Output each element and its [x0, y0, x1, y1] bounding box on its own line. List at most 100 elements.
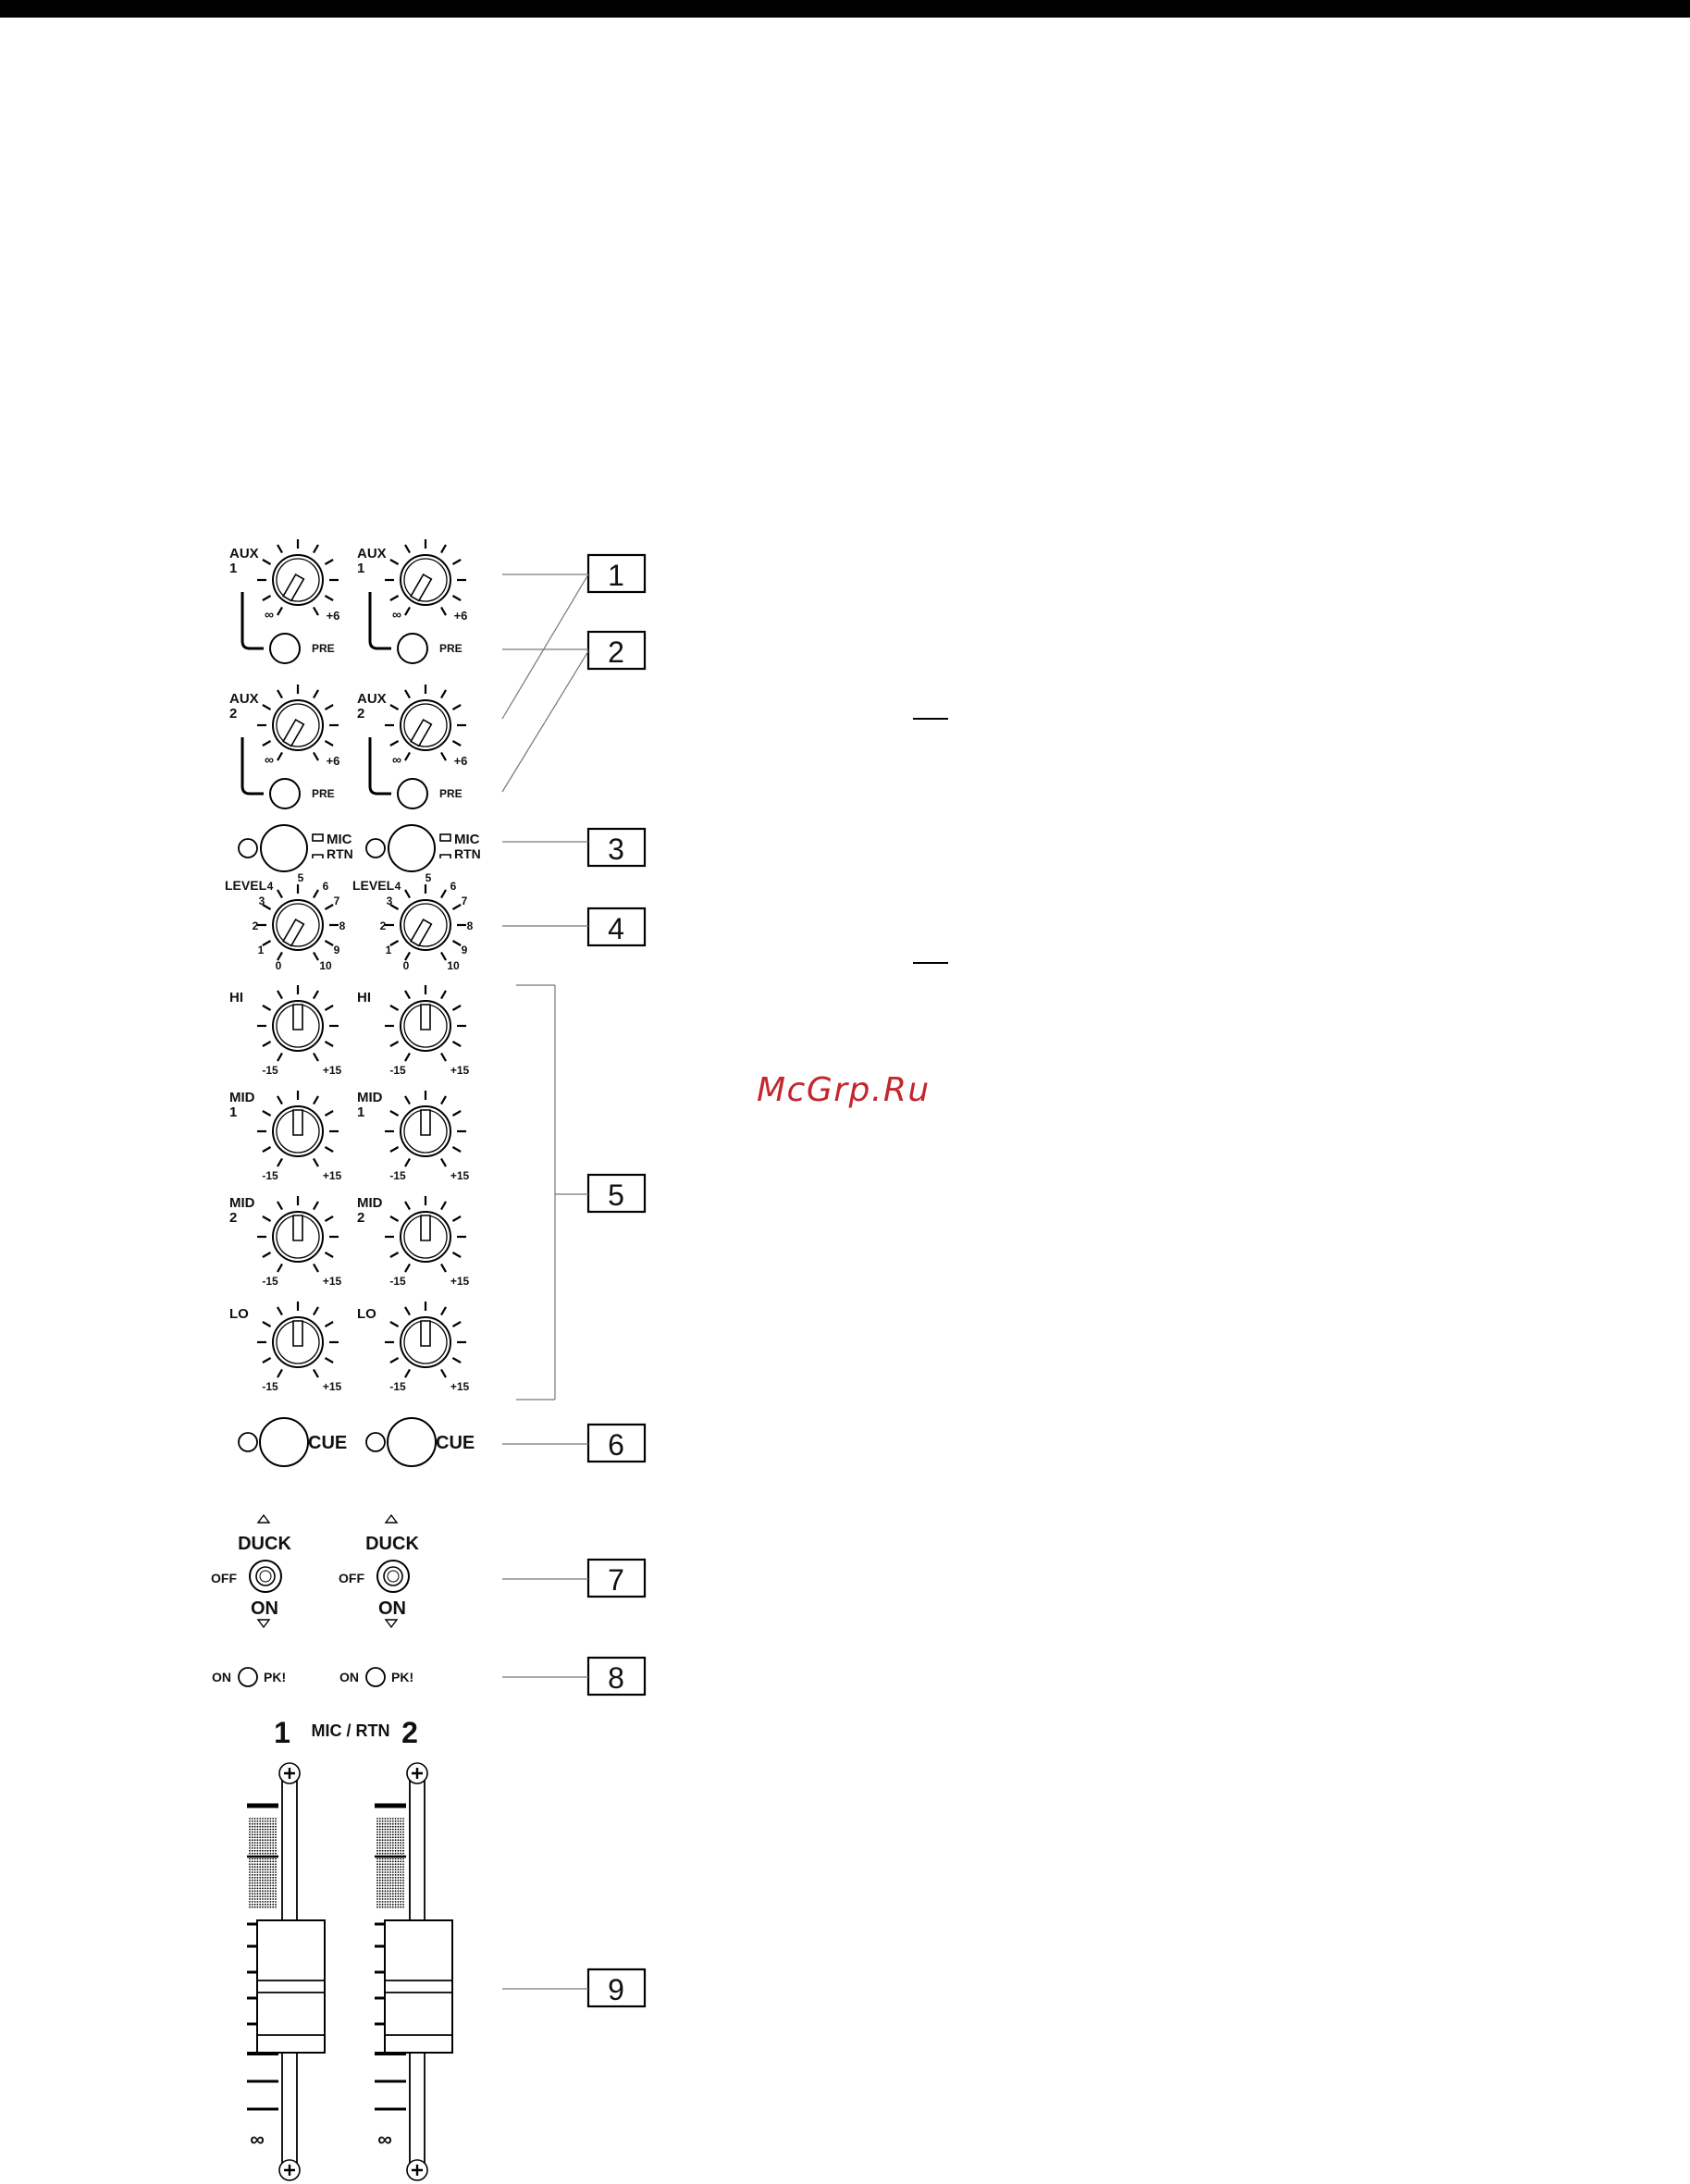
mic-rtn-switch-ch1[interactable] — [260, 824, 308, 872]
fader-dot — [264, 1847, 266, 1849]
fader-dot — [264, 1906, 266, 1908]
eq-4-knob-ch1[interactable] — [257, 1302, 339, 1378]
fader-dot — [391, 1845, 394, 1846]
fader-dot — [389, 1842, 391, 1844]
fader-dot — [376, 1903, 378, 1906]
pre-label: PRE — [439, 642, 463, 655]
fader-dot — [266, 1825, 269, 1828]
duck-up-arrow — [256, 1513, 271, 1524]
fader-dot — [391, 1857, 394, 1860]
eq-2-knob-ch2[interactable] — [385, 1091, 466, 1167]
fader-dot — [272, 1901, 275, 1903]
fader-dot — [251, 1820, 253, 1822]
fader-dot — [269, 1860, 272, 1863]
knob-tick — [451, 1110, 462, 1117]
fader-dot — [253, 1831, 256, 1833]
fader-dot — [391, 1833, 394, 1836]
eq-3-knob-ch1[interactable] — [257, 1196, 339, 1273]
knob-tick — [313, 1306, 319, 1316]
cue-button-ch2[interactable] — [387, 1417, 437, 1467]
fader-dot — [397, 1884, 400, 1887]
fader-dot — [397, 1833, 400, 1836]
fader-dot — [378, 1869, 381, 1870]
knob-tick — [277, 1157, 283, 1167]
fader-dot — [249, 1895, 251, 1898]
fader-dot — [256, 1866, 259, 1869]
fader-dot — [402, 1828, 404, 1831]
pre-button-aux1-ch2[interactable] — [397, 633, 428, 664]
fader-dot — [400, 1822, 402, 1825]
fader-dot — [391, 1847, 394, 1849]
knob-tick — [324, 1110, 334, 1117]
fader-dot — [259, 1845, 262, 1846]
fader-dot — [381, 1849, 384, 1852]
fader-dot — [394, 1884, 397, 1887]
pre-button-aux1-ch1[interactable] — [269, 633, 301, 664]
fader-dot — [264, 1825, 266, 1828]
fader-dot — [384, 1887, 387, 1890]
fader-dot — [269, 1874, 272, 1876]
aux-2-knob-ch1[interactable] — [257, 685, 339, 761]
fader-dot — [397, 1860, 400, 1863]
fader-dot — [266, 1890, 269, 1893]
fader-dot — [259, 1874, 262, 1876]
fader-knob-ch2[interactable] — [384, 1919, 453, 2054]
mic-rtn-switch-ch2[interactable] — [388, 824, 436, 872]
fader-dot — [391, 1852, 394, 1855]
fader-dot — [397, 1818, 400, 1820]
fader-dot — [378, 1884, 381, 1887]
fader-dot — [389, 1860, 391, 1863]
cue-button-ch1[interactable] — [259, 1417, 309, 1467]
fader-dot — [251, 1822, 253, 1825]
fader-dot — [394, 1890, 397, 1893]
duck-switch-ch2[interactable] — [383, 1566, 403, 1586]
eq-4-knob-ch2[interactable] — [385, 1302, 466, 1378]
aux-2-knob-ch2[interactable] — [385, 685, 466, 761]
fader-dot — [387, 1863, 389, 1866]
fader-dot — [249, 1860, 251, 1863]
knob-pointer — [420, 1109, 431, 1136]
fader-dot — [381, 1879, 384, 1882]
switch-down-icon — [312, 854, 324, 858]
fader-dot — [381, 1882, 384, 1884]
fader-title-label: MIC / RTN — [312, 1721, 390, 1740]
eq-2-knob-ch1[interactable] — [257, 1091, 339, 1167]
fader-dot — [389, 1847, 391, 1849]
fader-dot — [249, 1849, 251, 1852]
fader-dot — [402, 1820, 404, 1822]
cue-label: CUE — [436, 1433, 475, 1453]
pre-button-aux2-ch1[interactable] — [269, 778, 301, 809]
fader-dot — [397, 1874, 400, 1876]
eq-1-knob-ch2[interactable] — [385, 985, 466, 1062]
fader-dot — [251, 1847, 253, 1849]
duck-switch-ch1[interactable] — [255, 1566, 276, 1586]
fader-dot — [251, 1890, 253, 1893]
fader-dot — [400, 1901, 402, 1903]
knob-tick — [451, 940, 462, 946]
pre-button-aux2-ch2[interactable] — [397, 778, 428, 809]
fader-dot — [387, 1874, 389, 1876]
fader-dot — [391, 1818, 394, 1820]
fader-knob-ch1[interactable] — [256, 1919, 326, 2054]
eq-1-knob-ch1[interactable] — [257, 985, 339, 1062]
fader-dot — [272, 1884, 275, 1887]
fader-dot — [389, 1866, 391, 1869]
eq-3-knob-ch2[interactable] — [385, 1196, 466, 1273]
fader-dot — [400, 1833, 402, 1836]
fader-dot — [275, 1863, 277, 1866]
fader-dot — [391, 1869, 394, 1870]
knob-ring — [276, 703, 320, 747]
callout-number: 4 — [608, 912, 624, 945]
level-knob-ch2[interactable] — [385, 884, 466, 961]
fader-dot — [394, 1906, 397, 1908]
aux-1-knob-ch1[interactable] — [257, 539, 339, 616]
fader-dot — [262, 1906, 264, 1908]
fader-dot — [253, 1874, 256, 1876]
knob-tick — [389, 1005, 400, 1011]
aux-1-knob-ch2[interactable] — [385, 539, 466, 616]
level-knob-ch1[interactable] — [257, 884, 339, 961]
fader-dot — [384, 1893, 387, 1895]
fader-dot — [389, 1831, 391, 1833]
fader-dot — [394, 1874, 397, 1876]
fader-dot — [269, 1842, 272, 1844]
